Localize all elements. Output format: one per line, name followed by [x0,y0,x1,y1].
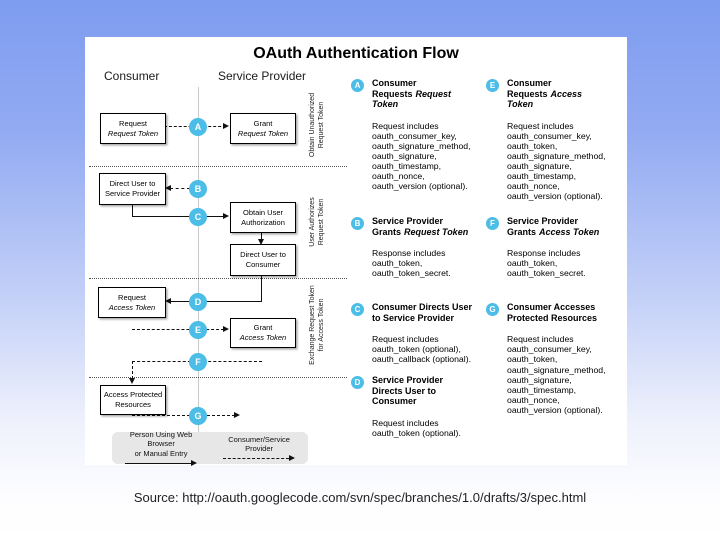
arrow-e-line [132,329,224,330]
step-d-badge: D [351,376,364,389]
arrow-f-head [129,378,135,384]
box-access-protected-resources: Access Protected Resources [100,385,166,415]
arrow-e-head [223,326,229,332]
box-direct-user-to-service-provider: Direct User to Service Provider [99,173,166,205]
step-detail-d: D Service Provider Directs User to Consu… [351,375,473,438]
arrow-c-drop [132,203,134,217]
step-c-body: Request includes oauth_token (optional),… [372,334,472,365]
phase-separator [89,377,347,378]
arrow-authorize-head [258,239,264,245]
step-a-badge: A [351,79,364,92]
source-caption: Source: http://oauth.googlecode.com/svn/… [133,490,587,505]
step-d-body: Request includes oauth_token (optional). [372,417,461,438]
arrow-d-line [170,301,262,303]
step-a-body: Request includes oauth_consumer_key, oau… [372,120,471,192]
marker-a: A [189,118,207,136]
legend: Person Using Web Browser or Manual Entry… [112,430,308,467]
arrow-b-line [170,188,190,189]
step-b-body: Response includes oauth_token, oauth_tok… [372,248,451,279]
solid-arrow-icon [125,460,198,467]
arrow-c-line [132,216,224,218]
step-f-badge: F [486,217,499,230]
arrow-g-head [234,412,240,418]
arrow-g-line [132,415,235,416]
step-g-badge: G [486,303,499,316]
step-b-badge: B [351,217,364,230]
center-lifeline [198,87,199,433]
box-grant-access-token: Grant Access Token [230,318,296,348]
arrow-authorize-line [261,231,263,240]
lane-header-service-provider: Service Provider [218,69,307,83]
box-grant-request-token: Grant Request Token [230,113,296,144]
step-f-body: Response includes oauth_token, oauth_tok… [507,248,586,279]
step-g-body: Request includes oauth_consumer_key, oau… [507,334,606,415]
diagram-title: OAuth Authentication Flow [253,45,459,62]
marker-d: D [189,293,207,311]
arrow-f-drop [132,361,133,379]
arrow-d-head [165,298,171,304]
legend-user-entry: Person Using Web Browser or Manual Entry [112,428,210,468]
marker-g: G [189,407,207,425]
lane-header-consumer: Consumer [104,69,160,83]
phase-separator [89,278,347,279]
step-detail-g: G Consumer Accesses Protected Resources … [486,302,608,415]
box-request-access-token: Request Access Token [98,287,166,318]
arrow-c-head [223,213,229,219]
marker-e: E [189,321,207,339]
marker-b: B [189,180,207,198]
step-detail-c: C Consumer Directs User to Service Provi… [351,302,473,365]
marker-f: F [189,353,207,371]
marker-c: C [189,208,207,226]
step-e-badge: E [486,79,499,92]
box-request-request-token: Request Request Token [100,113,166,144]
step-c-badge: C [351,303,364,316]
dashed-arrow-icon [223,455,296,462]
diagram-panel: OAuth Authentication Flow Consumer Servi… [85,37,627,467]
arrow-d-drop [261,274,263,302]
arrow-b-head [165,185,171,191]
box-direct-user-to-consumer: Direct User to Consumer [230,244,296,276]
box-obtain-user-authorization: Obtain User Authorization [230,202,296,233]
legend-consumer-sp: Consumer/Service Provider [210,433,308,464]
phase-separator [89,166,347,167]
step-e-body: Request includes oauth_consumer_key, oau… [507,120,606,202]
arrow-a-head [223,123,229,129]
